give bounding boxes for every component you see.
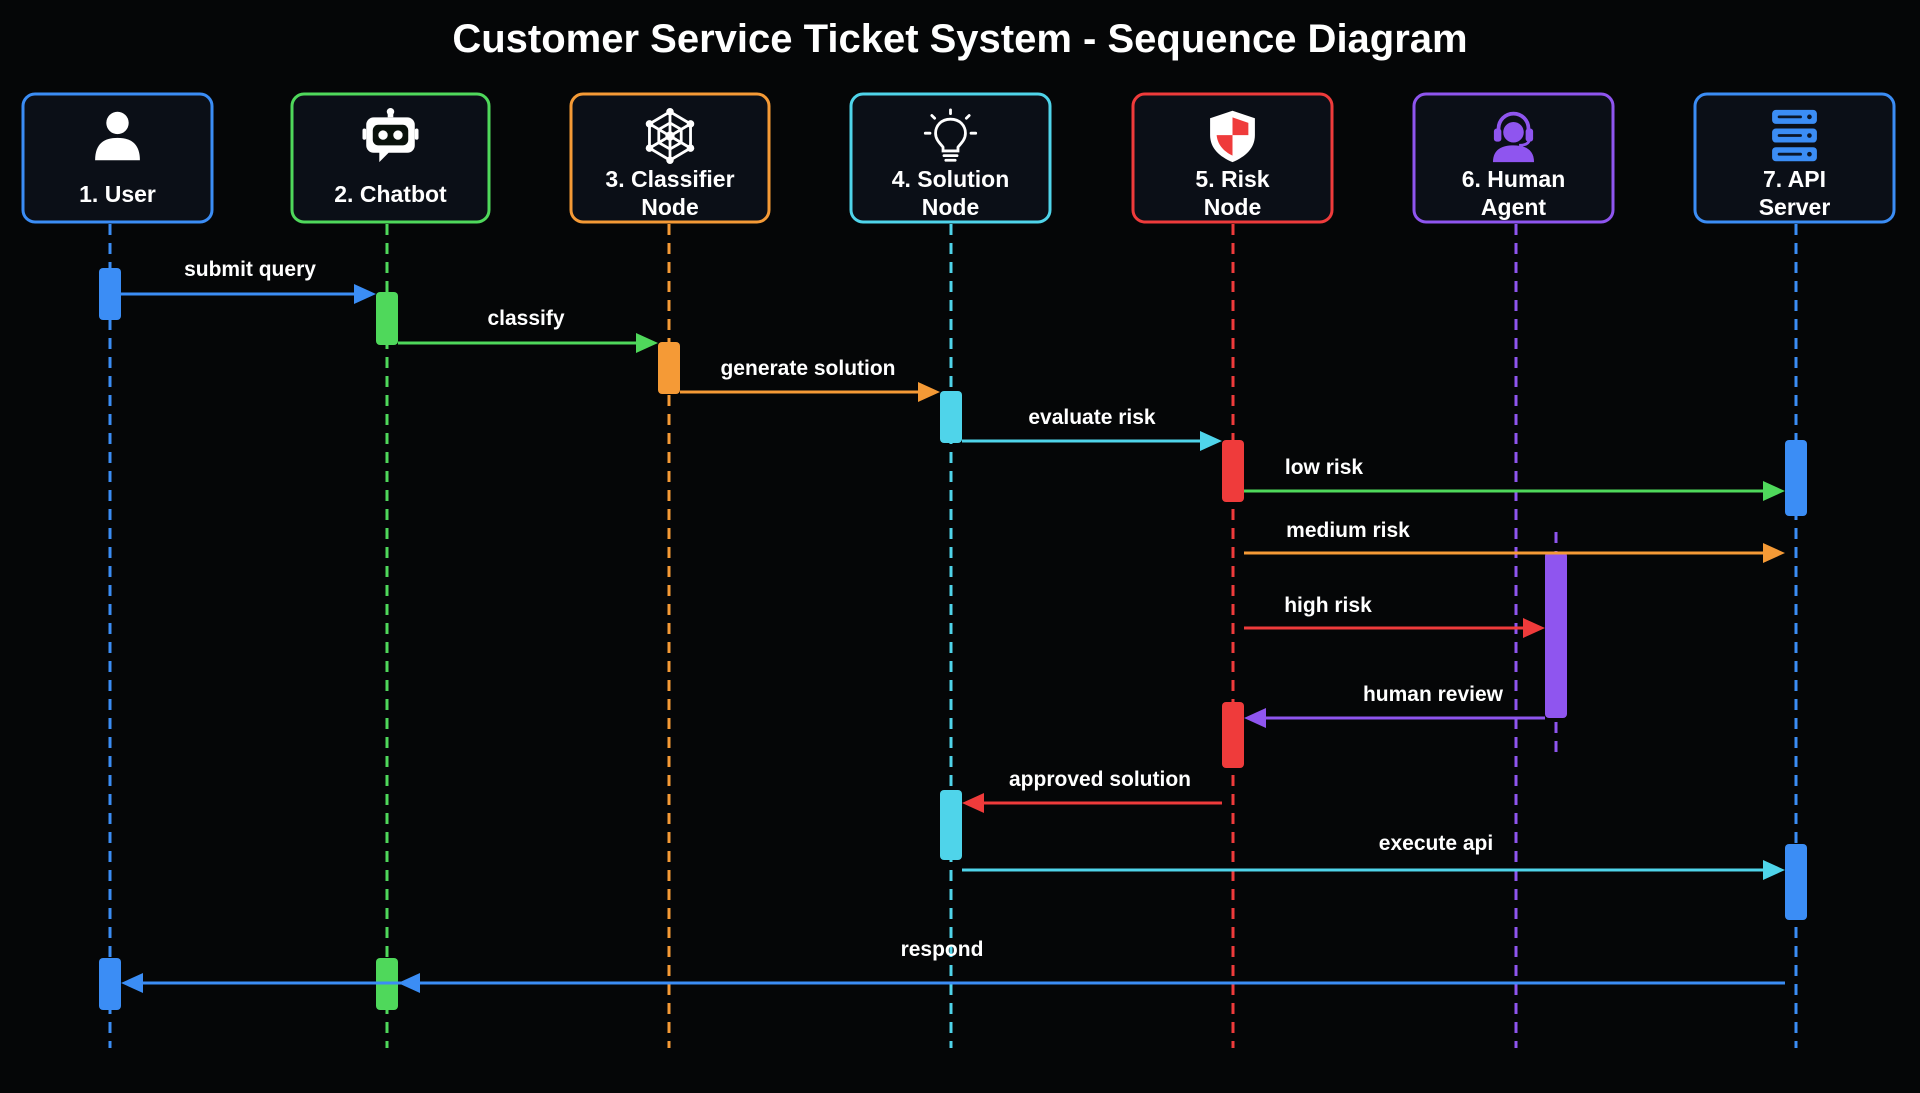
message-respond-arrowhead: [121, 973, 143, 993]
message-classify-arrowhead: [636, 333, 658, 353]
server-icon: [1772, 109, 1817, 162]
activation-bar-solution: [940, 391, 962, 443]
message-execute-api-label: execute api: [1379, 832, 1493, 855]
message-classify-label: classify: [487, 307, 564, 330]
message-execute-api: execute api: [962, 832, 1785, 880]
activation-bar-risk: [1222, 702, 1244, 768]
message-generate-solution-label: generate solution: [720, 357, 895, 380]
message-approved-solution: approved solution: [962, 768, 1222, 813]
message-human-review-arrowhead: [1244, 708, 1266, 728]
participant-chatbot-label-line-1: 2. Chatbot: [334, 181, 447, 207]
message-high-risk-arrowhead: [1523, 618, 1545, 638]
message-low-risk-arrowhead: [1763, 481, 1785, 501]
activation-bar-human: [1545, 552, 1567, 718]
message-evaluate-risk-label: evaluate risk: [1028, 406, 1156, 429]
participant-human-agent-label-line-1: 6. Human: [1462, 166, 1566, 192]
message-high-risk: high risk: [1244, 594, 1545, 638]
message-generate-solution: generate solution: [680, 357, 940, 402]
message-submit-query-arrowhead: [354, 284, 376, 304]
diagram-title: Customer Service Ticket System - Sequenc…: [452, 17, 1467, 61]
message-classify: classify: [398, 307, 658, 353]
participant-risk-node-label-line-1: 5. Risk: [1195, 166, 1269, 192]
activation-bars: [99, 268, 1807, 1010]
participant-api-server-label-line-1: 7. API: [1763, 166, 1826, 192]
activation-bar-classifier: [658, 342, 680, 394]
participant-solution-node-box: [849, 92, 1052, 224]
participant-api-server-label-line-2: Server: [1759, 194, 1831, 220]
message-low-risk-label: low risk: [1285, 456, 1364, 479]
participant-risk-node-label-line-2: Node: [1204, 194, 1262, 220]
activation-bar-risk: [1222, 440, 1244, 502]
lifelines: [108, 224, 1798, 1048]
participant-user: 1. User: [21, 92, 214, 224]
message-respond-arrowhead-chatbot: [398, 973, 420, 993]
participant-solution-node-label-line-1: 4. Solution: [892, 166, 1010, 192]
message-submit-query-label: submit query: [184, 258, 316, 281]
message-execute-api-arrowhead: [1763, 860, 1785, 880]
activation-bar-user: [99, 268, 121, 320]
activation-bar-solution: [940, 790, 962, 860]
message-medium-risk-label: medium risk: [1286, 519, 1410, 542]
message-high-risk-label: high risk: [1284, 594, 1372, 617]
activation-bar-user: [99, 958, 121, 1010]
activation-bar-api: [1785, 440, 1807, 516]
participant-chatbot: 2. Chatbot: [290, 92, 491, 224]
message-approved-solution-label: approved solution: [1009, 768, 1191, 791]
message-human-review-label: human review: [1363, 683, 1504, 706]
message-submit-query: submit query: [121, 258, 376, 304]
message-low-risk: low risk: [1244, 456, 1785, 501]
participant-chatbot-box: [290, 92, 491, 224]
participant-human-agent-label-line-2: Agent: [1481, 194, 1547, 220]
message-approved-solution-arrowhead: [962, 793, 984, 813]
participant-solution-node-label-line-2: Node: [922, 194, 980, 220]
participant-classifier-node-label-line-1: 3. Classifier: [605, 166, 734, 192]
activation-bar-chatbot: [376, 292, 398, 345]
activation-bar-api: [1785, 844, 1807, 920]
message-respond-label: respond: [901, 938, 984, 961]
message-medium-risk: medium risk: [1244, 519, 1785, 563]
participant-user-label-line-1: 1. User: [79, 181, 156, 207]
message-medium-risk-arrowhead: [1763, 543, 1785, 563]
message-generate-solution-arrowhead: [918, 382, 940, 402]
message-human-review: human review: [1244, 683, 1545, 728]
message-evaluate-risk: evaluate risk: [962, 406, 1222, 451]
message-evaluate-risk-arrowhead: [1200, 431, 1222, 451]
message-respond: respond: [121, 938, 1785, 993]
participant-classifier-node-label-line-2: Node: [641, 194, 699, 220]
messages: submit query classify generate solution eva…: [121, 258, 1785, 993]
